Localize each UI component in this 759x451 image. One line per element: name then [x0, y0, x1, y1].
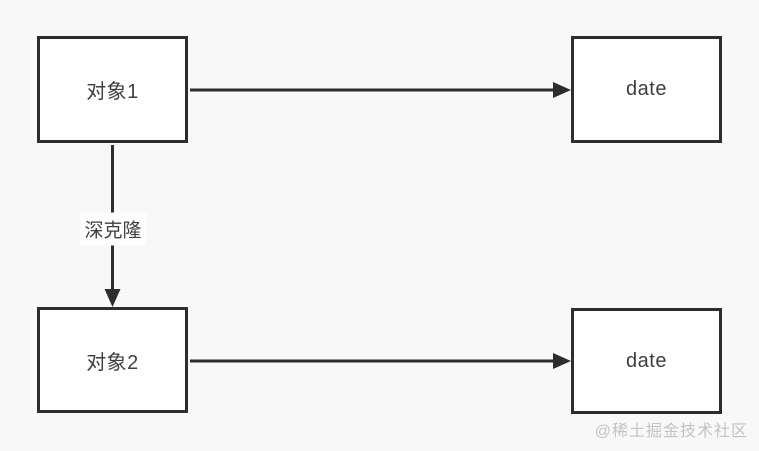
node-date-bottom-label: date	[626, 349, 667, 372]
arrowhead-right-top	[553, 82, 571, 98]
edge-label-deep-clone: 深克隆	[79, 212, 147, 246]
node-object1-label: 对象1	[86, 81, 139, 103]
watermark-text: @稀土掘金技术社区	[594, 423, 748, 440]
edge-obj1-date1	[190, 82, 571, 98]
arrowhead-right-bottom	[553, 353, 571, 369]
node-object1: 对象1	[37, 36, 188, 143]
node-object2: 对象2	[37, 307, 188, 413]
arrowhead-down	[104, 289, 121, 307]
node-date-top-label: date	[626, 78, 667, 100]
node-object2-label: 对象2	[86, 351, 139, 374]
node-date-top: date	[571, 36, 722, 143]
edge-obj2-date2	[190, 353, 571, 369]
node-date-bottom: date	[571, 308, 722, 414]
